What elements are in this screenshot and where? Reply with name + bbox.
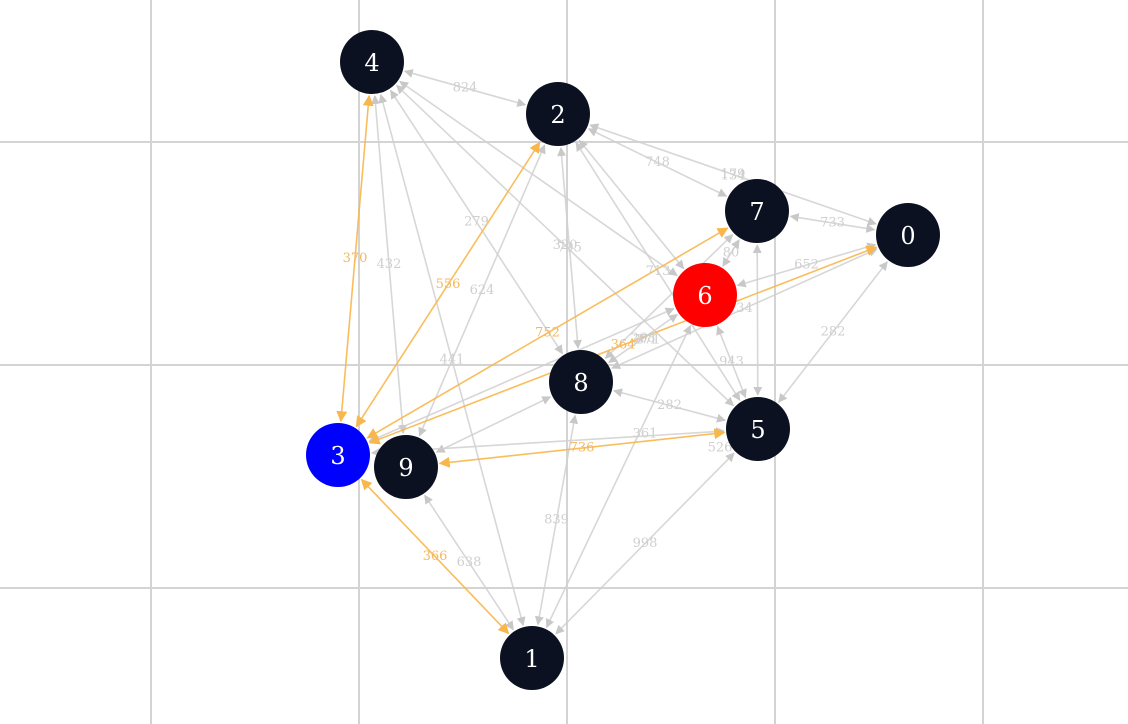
node-label: 8 [573, 369, 588, 397]
graph-node-0[interactable]: 0 [876, 203, 940, 267]
node-circle[interactable] [374, 435, 438, 499]
edge-weight-label: 733 [820, 216, 845, 231]
edge-weight-label: 34 [736, 301, 753, 316]
node-label: 1 [524, 645, 539, 673]
edge-1-5 [555, 452, 735, 635]
edge-weight-label: 364 [611, 338, 636, 353]
edge-weight-label: 370 [343, 251, 368, 266]
graph-node-2[interactable]: 2 [526, 82, 590, 146]
node-circle[interactable] [725, 179, 789, 243]
edge-layer [336, 69, 888, 635]
edge-weight-label: 279 [464, 215, 489, 230]
node-label: 3 [330, 442, 345, 470]
node-circle[interactable] [500, 626, 564, 690]
edge-weight-label: 441 [440, 353, 465, 368]
edge-weight-label: 366 [423, 549, 448, 564]
edge-weight-label: 320 [553, 238, 578, 253]
node-circle[interactable] [673, 263, 737, 327]
edge-3-6 [368, 307, 675, 443]
graph-node-3[interactable]: 3 [306, 423, 370, 487]
node-label: 9 [398, 454, 413, 482]
node-label: 2 [550, 101, 565, 129]
edge-weight-label: 943 [719, 355, 744, 370]
edge-weight-label: 824 [453, 81, 478, 96]
node-label: 5 [750, 416, 765, 444]
edge-weight-label: 526 [708, 441, 733, 456]
edge-weight-label: 795 [557, 241, 582, 256]
edge-weight-layer: 8244322793204416247481797137336522823426… [343, 81, 846, 571]
node-circle[interactable] [726, 397, 790, 461]
graph-node-8[interactable]: 8 [549, 350, 613, 414]
edge-weight-label: 282 [821, 325, 846, 340]
edge-weight-label: 748 [645, 155, 670, 170]
graph-node-7[interactable]: 7 [725, 179, 789, 243]
edge-weight-label: 998 [633, 536, 658, 551]
node-circle[interactable] [306, 423, 370, 487]
edge-weight-label: 713 [646, 264, 671, 279]
node-label: 0 [900, 222, 915, 250]
edge-7-5 [752, 244, 763, 396]
graph-node-6[interactable]: 6 [673, 263, 737, 327]
edge-weight-label: 371 [636, 333, 661, 348]
edge-weight-label: 268 [631, 331, 656, 346]
edge-weight-label: 736 [570, 441, 595, 456]
edge-weight-label: 134 [721, 169, 746, 184]
node-circle[interactable] [549, 350, 613, 414]
edge-weight-label: 652 [794, 258, 819, 273]
edge-weight-label: 752 [535, 326, 560, 341]
edge-0-3 [368, 245, 878, 445]
edge-weight-label: 282 [657, 398, 682, 413]
graph-node-5[interactable]: 5 [726, 397, 790, 461]
graph-node-4[interactable]: 4 [340, 30, 404, 94]
edge-weight-label: 371 [633, 333, 658, 348]
edge-7-0 [789, 213, 876, 233]
node-circle[interactable] [340, 30, 404, 94]
edge-weight-label: 432 [377, 257, 402, 272]
edge-weight-label: 638 [457, 555, 482, 570]
edge-weight-label: 179 [721, 167, 746, 182]
edge-9-5 [438, 428, 726, 468]
edge-weight-label: 361 [633, 427, 658, 442]
edge-3-1 [360, 478, 510, 635]
node-label: 4 [364, 49, 379, 77]
graph-node-9[interactable]: 9 [374, 435, 438, 499]
node-label: 6 [697, 282, 712, 310]
edge-weight-label: 624 [470, 283, 495, 298]
node-circle[interactable] [876, 203, 940, 267]
edge-weight-label: 839 [544, 513, 569, 528]
node-circle[interactable] [526, 82, 590, 146]
edge-weight-label: 80 [723, 246, 740, 261]
graph-node-1[interactable]: 1 [500, 626, 564, 690]
edge-weight-label: 556 [436, 277, 461, 292]
node-label: 7 [749, 198, 764, 226]
